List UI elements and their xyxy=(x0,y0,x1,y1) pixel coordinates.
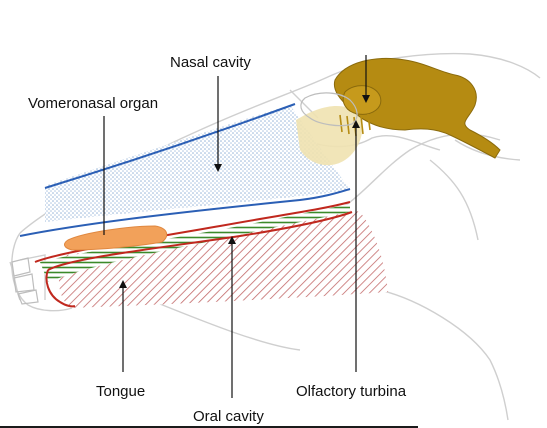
pointer-lines xyxy=(103,55,367,398)
arrowhead-olfactory xyxy=(352,120,360,128)
nasal-cavity-lower-line xyxy=(19,188,351,237)
label-nasal-cavity: Nasal cavity xyxy=(170,54,251,71)
arrowhead-bulb xyxy=(362,95,370,103)
tongue-region xyxy=(58,210,388,308)
bottom-border xyxy=(0,426,547,428)
label-vomeronasal-organ: Vomeronasal organ xyxy=(28,95,158,112)
vomeronasal-organ-shape xyxy=(64,225,168,251)
nasal-cavity-upper-line xyxy=(44,103,296,189)
olfactory-bulb xyxy=(342,85,382,115)
nasal-cavity-region xyxy=(45,105,350,222)
tongue-surface-line xyxy=(47,211,353,271)
bottom-border-gap xyxy=(418,424,547,428)
jaw-line xyxy=(45,269,76,308)
label-oral-cavity: Oral cavity xyxy=(193,408,264,425)
arrowhead-oral xyxy=(228,236,236,244)
palate-line xyxy=(34,201,351,263)
arrowhead-tongue xyxy=(119,280,127,288)
label-olfactory-turbinates: Olfactory turbina xyxy=(296,383,407,400)
brain xyxy=(333,57,501,159)
olfactory-region xyxy=(296,105,363,166)
ethmoid-outline xyxy=(300,92,358,127)
arrowhead-nasal xyxy=(214,164,222,172)
incisor-teeth xyxy=(11,257,39,305)
label-tongue: Tongue xyxy=(96,383,145,400)
